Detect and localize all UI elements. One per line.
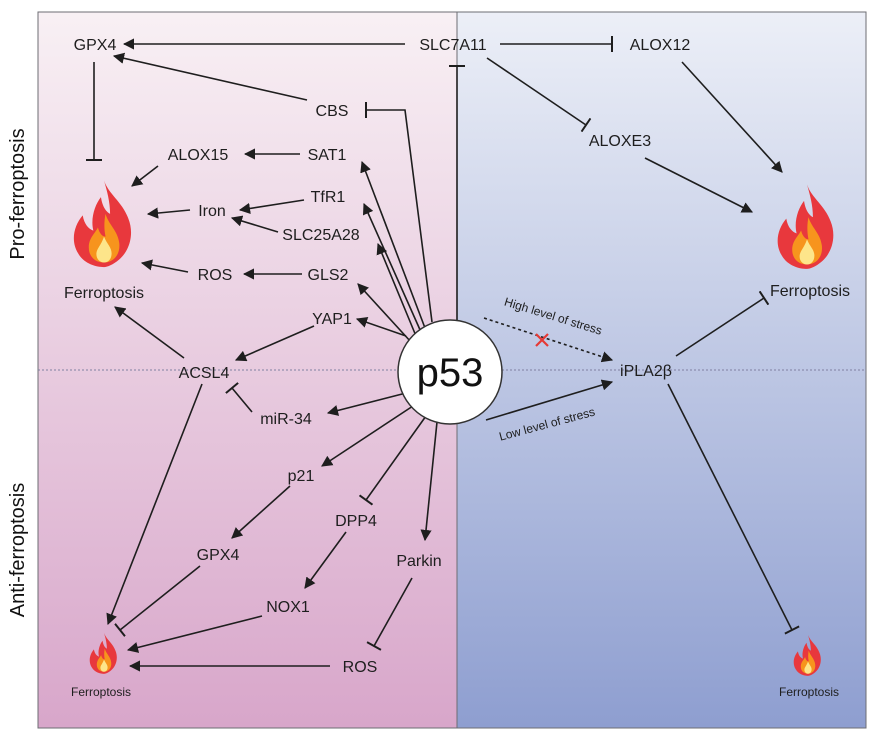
edge-p21-gpx4 (231, 485, 291, 539)
edge-p53-mir34 (326, 391, 411, 416)
node-alox15: ALOX15 (168, 147, 229, 164)
node-iron: Iron (198, 203, 226, 220)
edge-gpx4-ferroptosis-bottom (114, 565, 201, 637)
node-nox1: NOX1 (266, 599, 310, 616)
edge-acsl4-ferroptosis (114, 306, 185, 359)
edge-yap1-acsl4 (234, 325, 315, 362)
node-gpx4-top: GPX4 (74, 37, 117, 54)
node-mir34: miR-34 (260, 411, 312, 428)
edge-ipla2b-ferroptosis-bottom (667, 383, 800, 635)
pro-ferroptosis-label: Pro-ferroptosis (7, 128, 29, 259)
anti-ferroptosis-label: Anti-ferroptosis (7, 483, 29, 618)
edge-p53-ipla2b-high (483, 317, 614, 363)
edge-parkin-ros (366, 577, 413, 651)
edge-p53-p21 (321, 403, 417, 467)
node-aloxe3: ALOXE3 (589, 133, 651, 150)
node-slc7a11: SLC7A11 (419, 37, 486, 54)
edge-p53-yap1 (355, 317, 407, 337)
ferroptosis-label-left-bottom: Ferroptosis (71, 685, 131, 699)
edge-alox12-ferroptosis (681, 61, 783, 173)
edge-ros-ferroptosis (140, 259, 189, 273)
node-ros-top: ROS (198, 267, 233, 284)
node-gpx4-bottom: GPX4 (197, 547, 240, 564)
node-sat1: SAT1 (308, 147, 347, 164)
node-tfr1: TfR1 (311, 189, 346, 206)
edges (86, 36, 800, 672)
p53-hub-circle (397, 319, 503, 425)
edge-ipla2b-ferroptosis-top (675, 290, 770, 357)
edge-aloxe3-ferroptosis (644, 157, 753, 213)
edge-p53-tfr1 (362, 202, 422, 333)
edge-tfr1-iron (238, 199, 305, 214)
node-ipla2b: iPLA2β (620, 363, 672, 380)
edge-p53-slc25a28 (376, 242, 417, 337)
edge-iron-ferroptosis (146, 207, 191, 219)
edge-slc25a28-iron (230, 215, 279, 233)
edge-p53-dpp4 (358, 415, 427, 506)
node-yap1: YAP1 (312, 311, 352, 328)
node-acsl4: ACSL4 (179, 365, 230, 382)
ferroptosis-label-left-top: Ferroptosis (64, 285, 144, 302)
ferroptosis-label-right-bottom: Ferroptosis (779, 685, 839, 699)
edge-nox1-ferroptosis (126, 615, 263, 653)
node-ros-bottom: ROS (343, 659, 378, 676)
edge-acsl4-ferroptosis-bottom (106, 383, 203, 626)
ferroptosis-label-right-top: Ferroptosis (770, 283, 850, 300)
node-gls2: GLS2 (308, 267, 349, 284)
edge-p53-ipla2b-low (485, 379, 614, 421)
edge-p53-cbs (365, 102, 433, 323)
edge-p53-gls2 (357, 283, 412, 343)
edge-slc7a11-aloxe3 (486, 57, 592, 133)
right-panel (456, 11, 867, 729)
edge-dpp4-nox1 (304, 531, 347, 589)
p53-hub-label: p53 (417, 351, 484, 395)
node-slc25a28: SLC25A28 (282, 227, 359, 244)
edge-cbs-gpx4 (112, 52, 308, 101)
node-parkin: Parkin (396, 553, 441, 570)
node-dpp4: DPP4 (335, 513, 377, 530)
blocked-x-icon (535, 333, 549, 347)
node-alox12: ALOX12 (630, 37, 691, 54)
node-cbs: CBS (316, 103, 349, 120)
edge-alox15-ferroptosis (131, 165, 159, 187)
edge-p53-parkin (420, 421, 438, 542)
edge-mir34-acsl4 (225, 382, 253, 413)
node-p21: p21 (288, 468, 315, 485)
edge-p53-sat1 (360, 160, 426, 329)
